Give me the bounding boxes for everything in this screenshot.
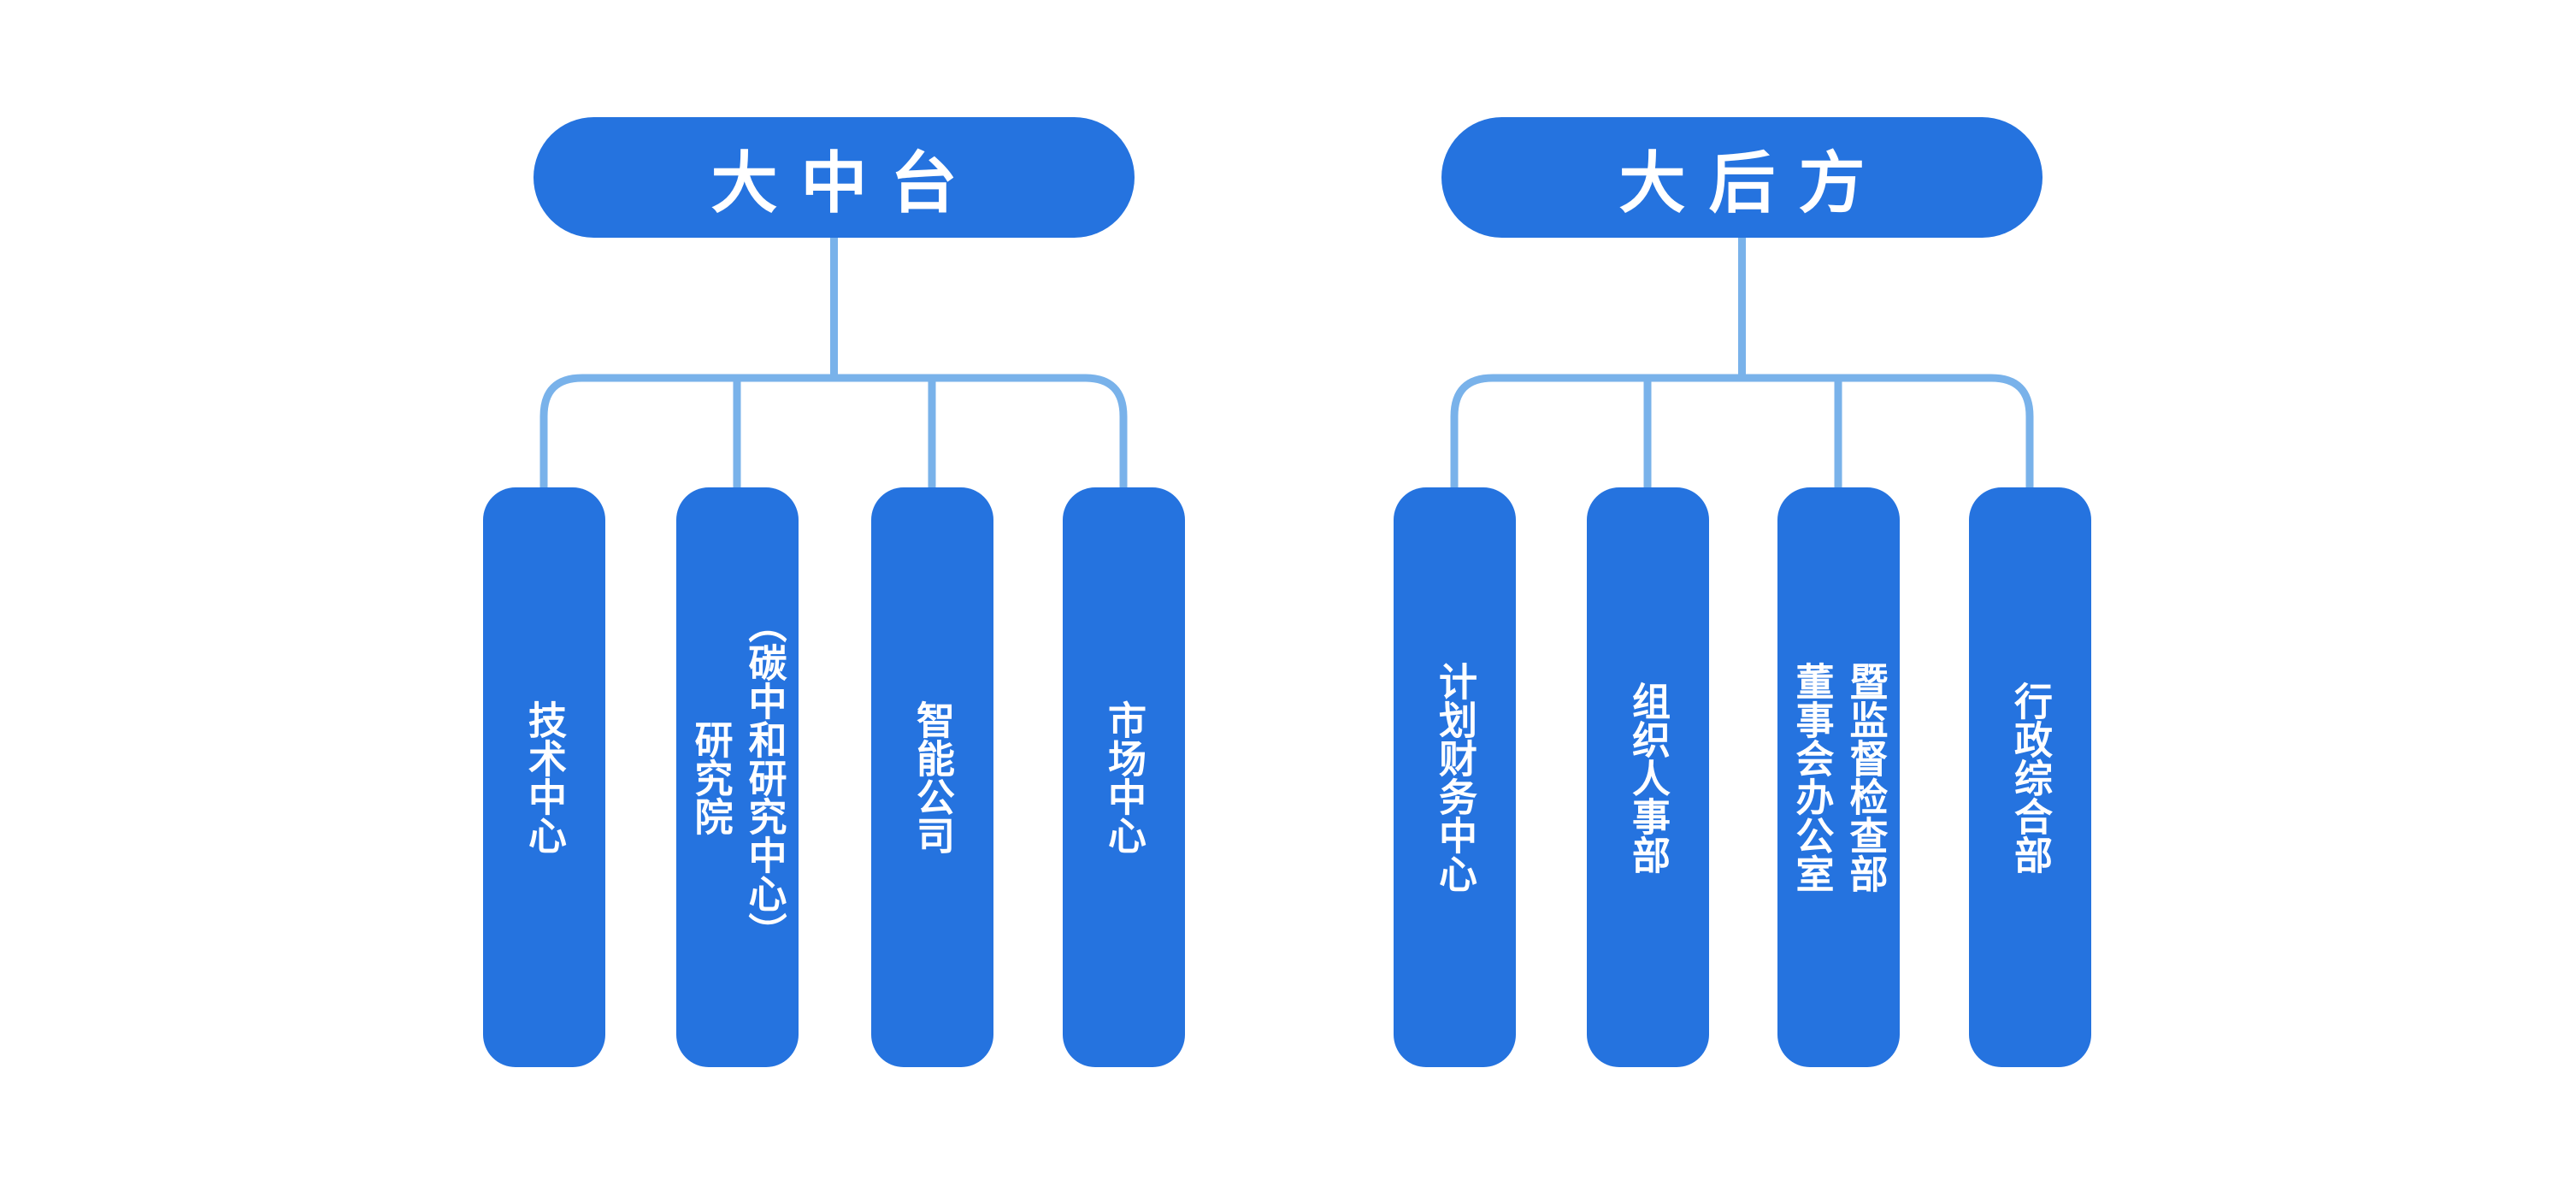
child-node-label: 市场中心 xyxy=(1102,700,1146,854)
root-node-da-hou-fang[interactable]: 大后方 xyxy=(1441,117,2043,238)
root-node-label: 大后方 xyxy=(1618,145,1889,221)
child-node-label: 研究院 （碳中和研究中心） xyxy=(688,604,787,951)
child-node-zhineng-gongsi[interactable]: 智能公司 xyxy=(871,487,993,1067)
child-node-label: 董事会办公室 暨监督检查部 xyxy=(1789,662,1888,893)
child-node-shichang-zhongxin[interactable]: 市场中心 xyxy=(1063,487,1185,1067)
child-node-label: 智能公司 xyxy=(911,700,954,854)
child-node-yanjiuyuan[interactable]: 研究院 （碳中和研究中心） xyxy=(676,487,799,1067)
child-node-jishu-zhongxin[interactable]: 技术中心 xyxy=(483,487,605,1067)
child-node-zuzhi-renshi-bu[interactable]: 组织人事部 xyxy=(1587,487,1709,1067)
child-node-label: 行政综合部 xyxy=(2008,681,2052,874)
child-node-xingzheng-zonghe-bu[interactable]: 行政综合部 xyxy=(1969,487,2091,1067)
child-node-label: 计划财务中心 xyxy=(1433,662,1477,893)
child-node-label: 组织人事部 xyxy=(1626,681,1670,874)
root-node-label: 大中台 xyxy=(710,145,981,221)
g2-bus-line xyxy=(1450,374,2034,487)
g1-bus-line xyxy=(539,374,1128,487)
child-node-label: 技术中心 xyxy=(522,700,566,854)
root-node-da-zhong-tai[interactable]: 大中台 xyxy=(533,117,1135,238)
child-node-dongshihui-bangongshi[interactable]: 董事会办公室 暨监督检查部 xyxy=(1777,487,1900,1067)
child-node-jihua-caiwu-zhongxin[interactable]: 计划财务中心 xyxy=(1394,487,1516,1067)
